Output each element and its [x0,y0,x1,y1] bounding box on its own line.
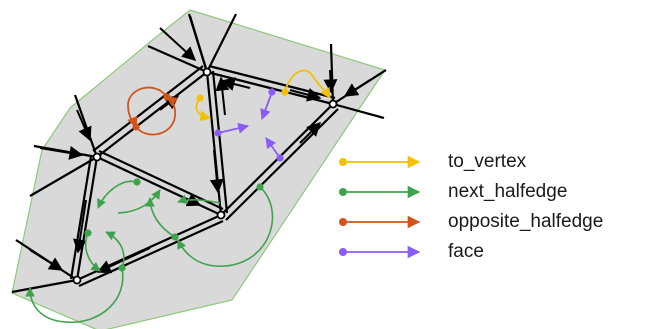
legend-item-next-halfedge: next_halfedge [335,180,567,204]
halfedge-dot [276,154,284,162]
halfedge-dot [118,264,126,272]
legend-swatch [339,245,421,259]
halfedge-dot [133,178,141,186]
legend-label: to_vertex [448,151,527,172]
next-halfedge-arrows [25,180,274,323]
legend-swatch [339,185,421,199]
halfedge-dot [281,88,289,96]
mesh-edge-arrowheads [29,27,371,274]
halfedge-dot [196,94,204,102]
legend-item-to-vertex: to_vertex [335,150,526,174]
legend-label: next_halfedge [448,181,568,202]
legend-swatch [339,155,421,169]
vertex [202,67,212,77]
halfedge-dot [171,233,179,241]
legend-item-face: face [335,240,484,264]
vertex [216,210,226,220]
vertex [328,99,338,109]
vertex [92,152,102,162]
mesh-vertices [72,67,338,285]
opposite-halfedge-arrows [127,86,179,136]
halfedge-dot [256,183,264,191]
halfedge-dots [84,88,289,272]
halfedge-dot [132,123,140,131]
halfedge-dot [84,229,92,237]
halfedge-dot [214,129,222,137]
halfedge-dot [268,88,276,96]
face-arrows [217,91,281,159]
legend-label: face [448,241,484,262]
legend-swatch [339,215,421,229]
legend-label: opposite_halfedge [448,211,604,232]
legend-item-opposite-halfedge: opposite_halfedge [335,210,603,234]
vertex [72,275,82,285]
halfedge-dot [163,93,171,101]
